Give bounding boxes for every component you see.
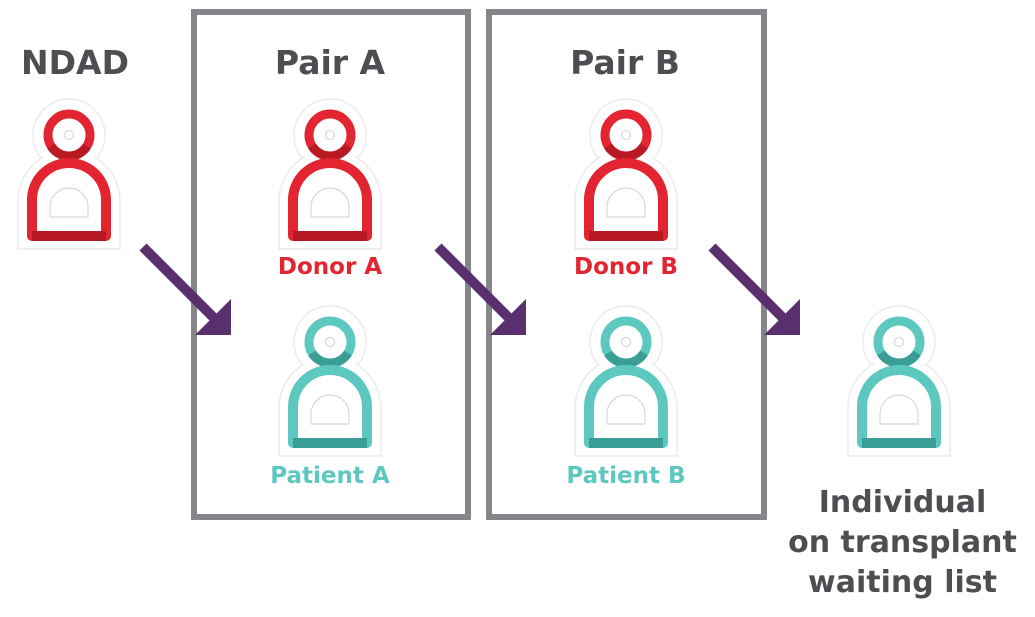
donor-a-to-patient-b-arrow-icon (432, 241, 532, 341)
waitlist-label-line-3: waiting list (808, 565, 997, 600)
donor-b-to-waitlist-arrow-icon (706, 241, 806, 341)
patient-a-label: Patient A (270, 463, 390, 489)
waitlist-label-line-1: Individual (818, 485, 987, 520)
waitlist-recipient-person-icon (844, 305, 954, 462)
ndad-donor-person-icon (14, 98, 124, 255)
donor-a-label: Donor A (277, 254, 383, 280)
patient-b-label: Patient B (566, 463, 686, 489)
donor-b-person-icon (571, 98, 681, 255)
patient-b-person-icon (571, 305, 681, 462)
donor-b-label: Donor B (574, 254, 678, 280)
pair-a-title: Pair A (274, 43, 386, 82)
pair-b-box (486, 9, 767, 520)
pair-a-box (191, 9, 471, 520)
ndad-title: NDAD (21, 43, 129, 82)
waitlist-label-line-2: on transplant (788, 525, 1017, 560)
ndad-to-patient-a-arrow-icon (137, 241, 237, 341)
donor-a-person-icon (275, 98, 385, 255)
pair-b-title: Pair B (570, 43, 680, 82)
patient-a-person-icon (275, 305, 385, 462)
